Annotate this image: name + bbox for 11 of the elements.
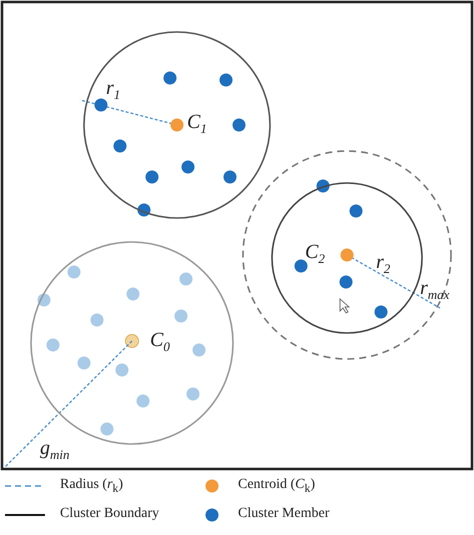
centroid-label: C$_{2}$ [305, 242, 325, 265]
centroid-label: C$_{0}$ [150, 330, 170, 353]
radius-label: r$_{2}$ [376, 252, 390, 275]
centroid-label: C$_{1}$ [187, 112, 207, 135]
legend-label: Centroid (C$_{k}$) [238, 478, 315, 494]
radius-label: r$_{1}$ [106, 78, 120, 101]
gap-label: g$_{min}$ [40, 438, 70, 461]
legend-label: Radius (r$_{k}$) [60, 478, 124, 494]
radius-label: r$_{max}$ [420, 278, 450, 301]
legend-label: Cluster Member [238, 507, 330, 521]
legend-label: Cluster Boundary [60, 507, 160, 521]
